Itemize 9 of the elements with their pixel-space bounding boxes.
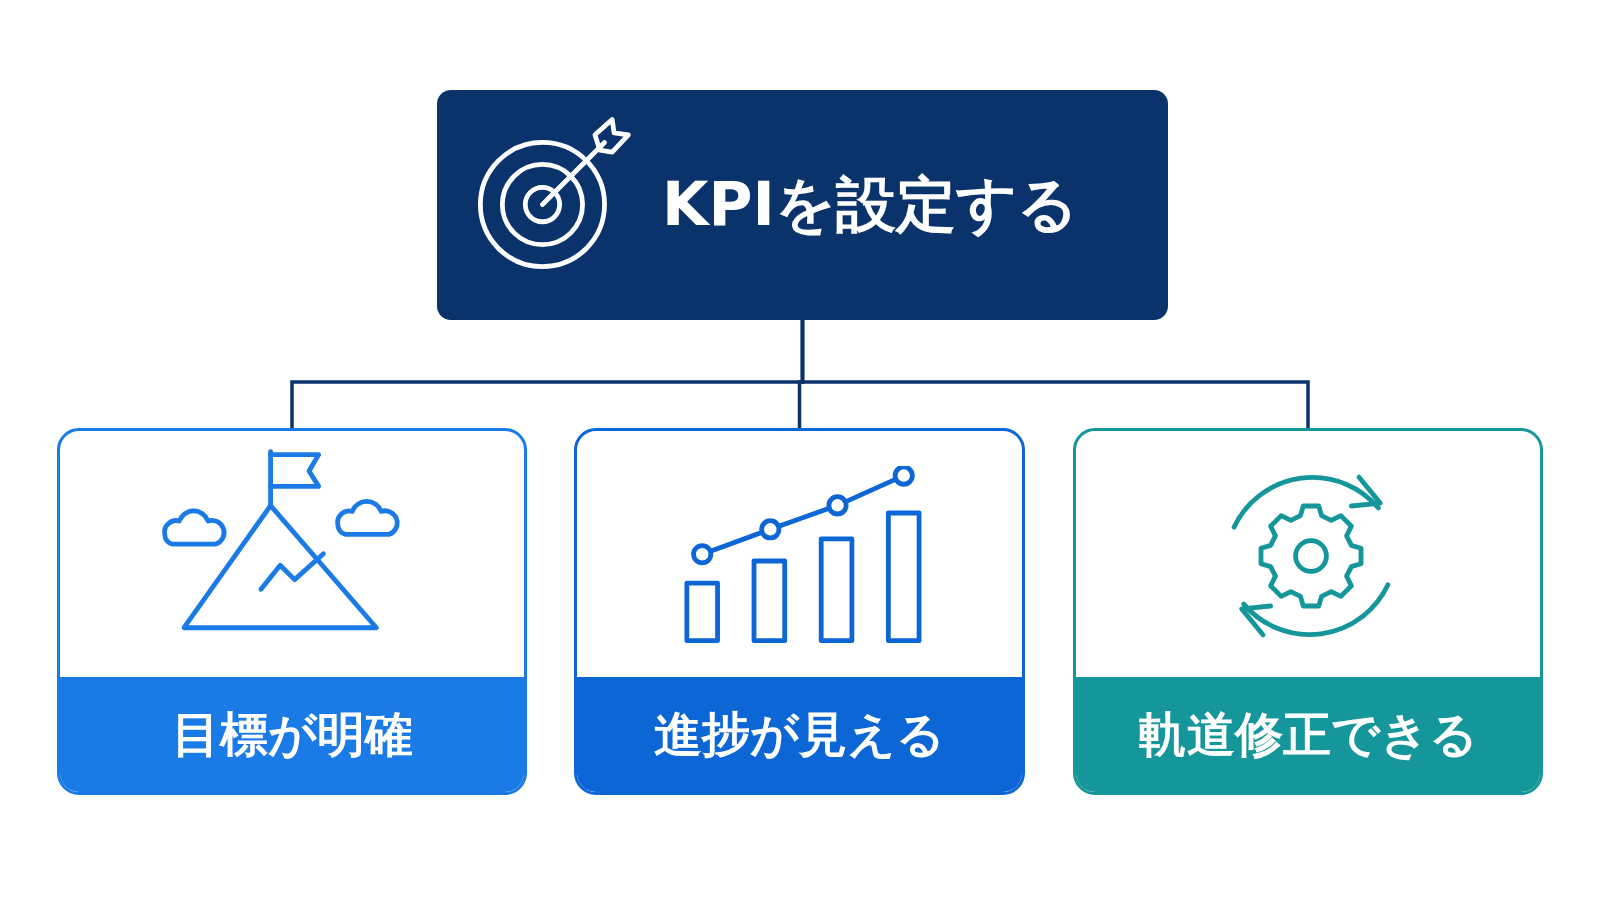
card-label: 軌道修正できる — [1138, 704, 1478, 764]
card-label: 目標が明確 — [171, 704, 413, 764]
benefit-card — [57, 428, 527, 795]
benefit-card — [1073, 428, 1543, 795]
title-box — [437, 90, 1168, 320]
title-text: KPIを設定する — [662, 167, 1078, 241]
benefit-card — [574, 428, 1025, 795]
connector-line — [800, 320, 1310, 428]
card-label: 進捗が見える — [654, 704, 945, 764]
